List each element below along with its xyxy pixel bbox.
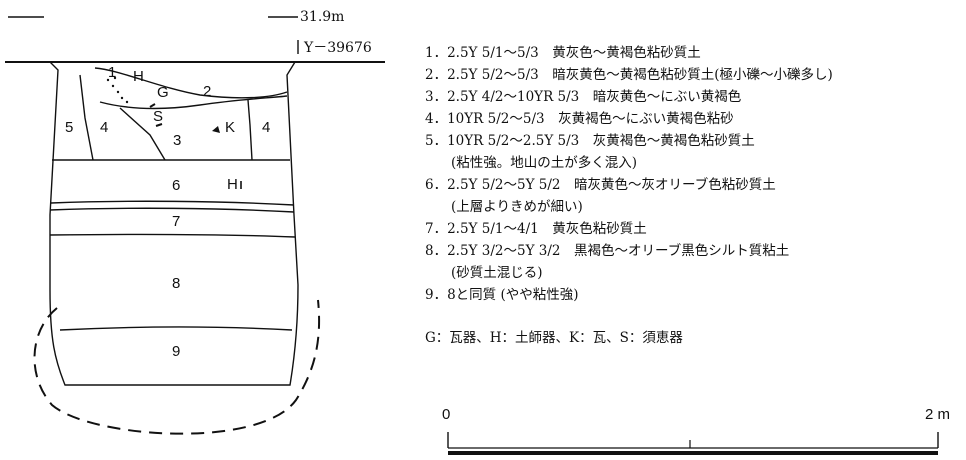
layer-label-6: 6 [172, 177, 180, 194]
scale-bar-graphic [447, 432, 939, 455]
layer-label-5: 5 [65, 119, 73, 136]
legend-item-2: 2．2.5Y 5/2～5/3 暗灰黄色～黄褐色粘砂質土(極小礫～小礫多し) [425, 67, 833, 83]
layer-8-lower-boundary [59, 326, 293, 331]
layer-label-1: 1 [108, 64, 116, 81]
scale-bar: 0 2 m [420, 406, 965, 456]
sherd-mark-k [212, 126, 220, 133]
layer-7-lower-boundary [49, 233, 296, 238]
sherd-mark-g [149, 103, 156, 108]
find-label-s: S [153, 108, 163, 125]
find-label-h-upper: H [133, 68, 144, 85]
find-label-g: G [157, 84, 169, 101]
stipple-marks [106, 76, 129, 104]
legend-item-9: 9．8と同質 (やや粘性強) [425, 287, 579, 303]
elevation-label: 31.9m [300, 9, 344, 25]
grid-coordinate: Y－39676 [303, 40, 372, 56]
layer-4-left-boundary [79, 74, 94, 161]
layer-label-4-right: 4 [262, 119, 270, 136]
legend-item-7: 7．2.5Y 5/1～4/1 黄灰色粘砂質土 [425, 221, 647, 237]
layer-legend: 1．2.5Y 5/1～5/3 黄灰色～黄褐色粘砂質土 2．2.5Y 5/2～5/… [425, 42, 960, 346]
layer-label-9: 9 [172, 343, 180, 360]
layer-label-4-left: 4 [100, 119, 108, 136]
legend-item-6-note: (上層よりきめが細い) [451, 199, 583, 215]
sherd-mark-s [155, 123, 163, 127]
layer-3-left-boundary [119, 107, 166, 161]
scale-label-start: 0 [442, 406, 451, 423]
legend-item-5: 5．10YR 5/2～2.5Y 5/3 灰黄褐色～黄褐色粘砂質土 [425, 133, 755, 149]
legend-item-1: 1．2.5Y 5/1～5/3 黄灰色～黄褐色粘砂質土 [425, 45, 701, 61]
layer-7-upper-boundary [49, 207, 295, 213]
legend-item-8-note: (砂質土混じる) [451, 265, 543, 281]
scale-label-end: 2 m [925, 406, 951, 423]
legend-item-5-note: (粘性強。地山の土が多く混入) [451, 155, 638, 171]
find-label-k: K [225, 119, 235, 136]
layer-label-7: 7 [172, 213, 180, 230]
layer-1-lower-boundary [94, 67, 288, 99]
layer-4-right-boundary [247, 99, 253, 161]
legend-item-8: 8．2.5Y 3/2～5Y 3/2 黒褐色～オリーブ黒色シルト質粘土 [425, 243, 790, 259]
layer-label-8: 8 [172, 275, 180, 292]
layer-label-3: 3 [173, 132, 181, 149]
legend-item-6: 6．2.5Y 5/2～5Y 5/2 暗灰黄色～灰オリーブ色粘砂質土 [425, 177, 776, 193]
pit-base-dashed [33, 299, 321, 435]
finds-key: G：瓦器、H：土師器、K：瓦、S：須恵器 [425, 330, 683, 346]
legend-item-4: 4．10YR 5/2～5/3 灰黄褐色～にぶい黄褐色粘砂 [425, 111, 734, 127]
find-label-h-lower: H [227, 176, 238, 193]
pit-outline [49, 61, 299, 386]
layer-label-2: 2 [203, 83, 211, 100]
legend-item-3: 3．2.5Y 4/2～10YR 5/3 暗灰黄色～にぶい黄褐色 [425, 89, 742, 105]
layer-6-lower-boundary [50, 200, 295, 206]
layer-2-lower-boundary [99, 95, 288, 110]
